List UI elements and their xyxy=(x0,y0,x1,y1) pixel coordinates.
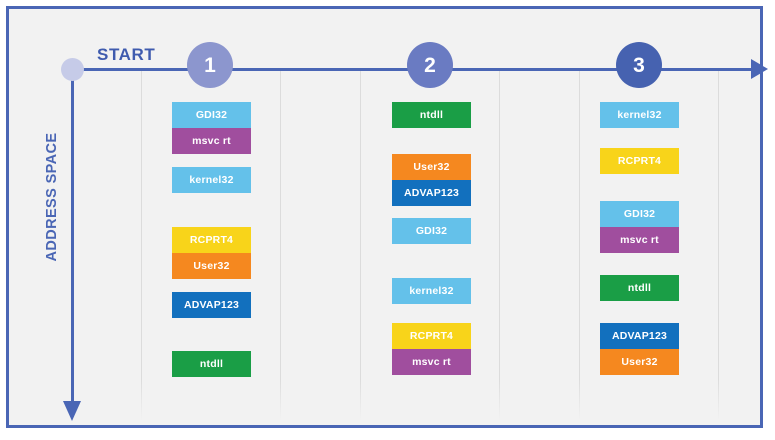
module-block[interactable]: RCPRT4 xyxy=(392,323,471,349)
column-divider-2 xyxy=(280,71,281,421)
address-space-arrow-icon xyxy=(63,401,81,421)
column-divider-5 xyxy=(579,71,580,421)
column-divider-3 xyxy=(360,71,361,421)
module-block[interactable]: RCPRT4 xyxy=(600,148,679,174)
column-divider-1 xyxy=(141,71,142,421)
start-label: START xyxy=(97,45,156,64)
address-space-axis-label: ADDRESS SPACE xyxy=(44,132,60,262)
milestone-marker-1[interactable]: 1 xyxy=(187,42,233,88)
milestone-marker-3[interactable]: 3 xyxy=(616,42,662,88)
module-block[interactable]: GDI32 xyxy=(392,218,471,244)
module-block[interactable]: User32 xyxy=(600,349,679,375)
module-block[interactable]: msvc rt xyxy=(600,227,679,253)
module-block[interactable]: kernel32 xyxy=(392,278,471,304)
module-block[interactable]: GDI32 xyxy=(600,201,679,227)
module-block[interactable]: ADVAP123 xyxy=(392,180,471,206)
module-block[interactable]: ADVAP123 xyxy=(172,292,251,318)
module-block[interactable]: ntdll xyxy=(172,351,251,377)
module-block[interactable]: ntdll xyxy=(600,275,679,301)
timeline-arrow-icon xyxy=(751,59,768,79)
axis-origin-dot-icon xyxy=(61,58,84,81)
module-block[interactable]: User32 xyxy=(172,253,251,279)
module-block[interactable]: msvc rt xyxy=(392,349,471,375)
column-divider-4 xyxy=(499,71,500,421)
module-block[interactable]: kernel32 xyxy=(172,167,251,193)
module-block[interactable]: RCPRT4 xyxy=(172,227,251,253)
module-block[interactable]: ntdll xyxy=(392,102,471,128)
module-block[interactable]: kernel32 xyxy=(600,102,679,128)
module-block[interactable]: msvc rt xyxy=(172,128,251,154)
module-block[interactable]: User32 xyxy=(392,154,471,180)
column-divider-6 xyxy=(718,71,719,421)
module-block[interactable]: GDI32 xyxy=(172,102,251,128)
milestone-marker-2[interactable]: 2 xyxy=(407,42,453,88)
address-space-axis-line xyxy=(71,69,74,404)
module-block[interactable]: ADVAP123 xyxy=(600,323,679,349)
